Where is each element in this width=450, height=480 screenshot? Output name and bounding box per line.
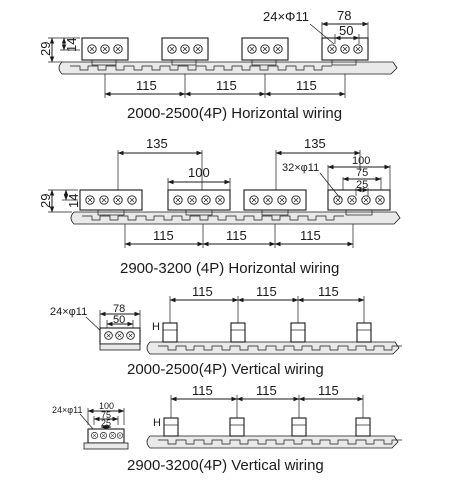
busbar-profile bbox=[70, 211, 401, 225]
caption-vertical-2900-3200: 2900-3200(4P) Vertical wiring bbox=[127, 457, 324, 474]
terminal-end-view bbox=[83, 428, 129, 450]
dim-height-29: 29 bbox=[38, 194, 53, 208]
dim-width-25: 25 bbox=[101, 418, 111, 428]
section-horizontal-2900-3200: 29 14 135 100 135 100 75 25 32×φ11 bbox=[38, 136, 401, 277]
terminal-block bbox=[81, 37, 129, 66]
dim-pitch: 115 bbox=[136, 78, 157, 93]
vertical-terminal bbox=[355, 417, 371, 437]
dim-pitch: 115 bbox=[318, 383, 339, 398]
terminal-block bbox=[243, 189, 307, 216]
dim-width-50: 50 bbox=[339, 23, 353, 38]
section-vertical-2900-3200: 24×φ11 100 75 25 H 115 115 115 2 bbox=[52, 383, 402, 474]
terminal-end-view bbox=[99, 327, 141, 351]
dim-width-78: 78 bbox=[113, 303, 125, 315]
dim-height-14: 14 bbox=[64, 38, 79, 52]
section-horizontal-2000-2500: 29 14 24×Φ11 78 50 115 115 115 2000-2500… bbox=[38, 8, 398, 122]
vertical-terminal bbox=[229, 417, 245, 437]
dim-span-135: 135 bbox=[304, 136, 326, 151]
dim-pitch: 115 bbox=[296, 78, 317, 93]
dim-pitch: 115 bbox=[192, 284, 213, 299]
dim-pitch: 115 bbox=[226, 228, 247, 243]
dim-height-h: H bbox=[153, 417, 161, 429]
hole-spec: 24×φ11 bbox=[50, 306, 87, 318]
dim-width-75: 75 bbox=[101, 410, 111, 420]
vertical-terminal bbox=[162, 322, 178, 343]
dim-width-50: 50 bbox=[113, 314, 125, 326]
dim-height-29: 29 bbox=[38, 42, 53, 56]
vertical-terminal bbox=[290, 322, 306, 343]
caption-vertical-2000-2500: 2000-2500(4P) Vertical wiring bbox=[127, 361, 324, 378]
section-vertical-2000-2500: 24×φ11 78 50 H 115 115 115 2000 bbox=[50, 284, 402, 378]
busbar-profile bbox=[58, 61, 398, 75]
dim-pitch: 115 bbox=[192, 383, 213, 398]
hole-spec: 24×φ11 bbox=[52, 405, 82, 415]
dim-height-h: H bbox=[152, 321, 160, 333]
vertical-terminal bbox=[291, 417, 307, 437]
vertical-terminal bbox=[163, 417, 179, 437]
vertical-terminal bbox=[356, 322, 372, 343]
terminal-block bbox=[321, 37, 369, 66]
terminal-block bbox=[167, 189, 231, 216]
busbar-profile bbox=[146, 341, 400, 355]
terminal-block bbox=[79, 189, 143, 216]
terminal-block bbox=[327, 189, 391, 216]
busbar-profile bbox=[146, 435, 399, 449]
dim-pitch: 115 bbox=[153, 228, 174, 243]
dim-span-135: 135 bbox=[146, 136, 168, 151]
dim-width-100: 100 bbox=[188, 165, 210, 180]
hole-spec: 32×φ11 bbox=[282, 162, 319, 174]
terminal-block bbox=[241, 37, 289, 66]
dim-width-100: 100 bbox=[99, 401, 114, 411]
dim-height-14: 14 bbox=[66, 194, 81, 208]
dim-width-25: 25 bbox=[356, 179, 368, 191]
caption-horizontal-2000-2500: 2000-2500(4P) Horizontal wiring bbox=[127, 105, 342, 122]
dim-width-78: 78 bbox=[337, 8, 351, 23]
dim-pitch: 115 bbox=[256, 284, 277, 299]
dim-width-100: 100 bbox=[352, 155, 370, 167]
hole-spec: 24×Φ11 bbox=[263, 9, 309, 24]
dim-pitch: 115 bbox=[318, 284, 339, 299]
terminal-block bbox=[161, 37, 209, 66]
dim-pitch: 115 bbox=[216, 78, 237, 93]
dim-width-75: 75 bbox=[356, 167, 368, 179]
vertical-terminal bbox=[230, 322, 246, 343]
dim-pitch: 115 bbox=[300, 228, 321, 243]
caption-horizontal-2900-3200: 2900-3200 (4P) Horizontal wiring bbox=[120, 260, 339, 277]
dim-pitch: 115 bbox=[256, 383, 277, 398]
